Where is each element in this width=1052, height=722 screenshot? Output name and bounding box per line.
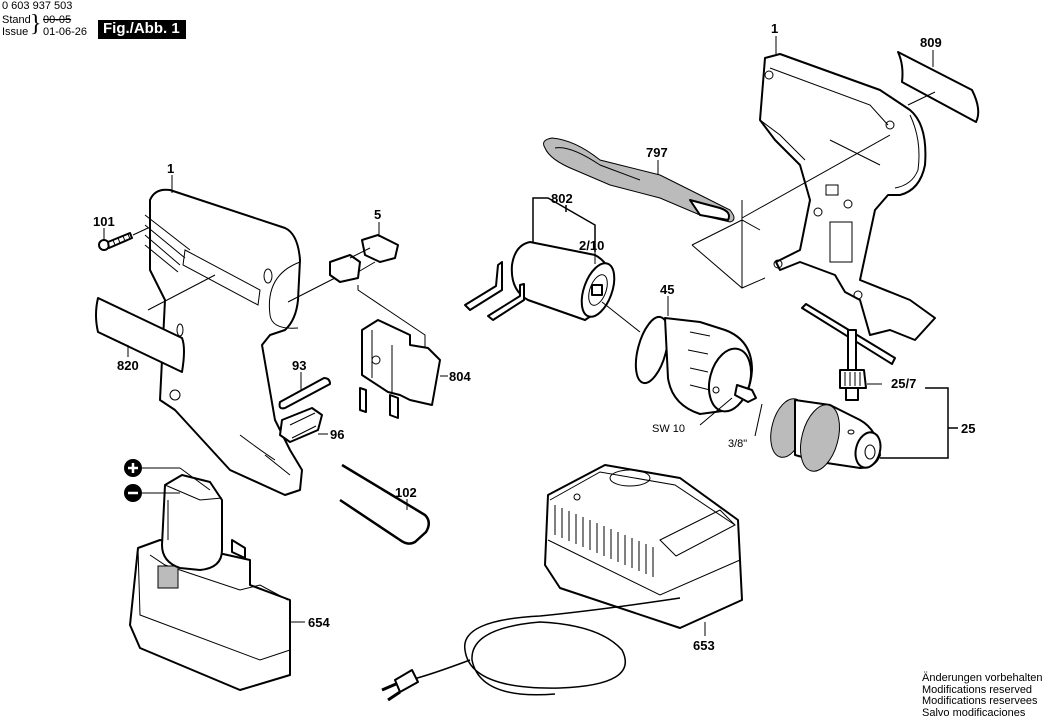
label-nameplate-left: 820 xyxy=(117,358,139,373)
bit-holder-part[interactable] xyxy=(279,407,323,443)
label-bit: 93 xyxy=(292,358,306,373)
leader-actuator-to-switch xyxy=(357,285,426,348)
label-nameplate-right: 809 xyxy=(920,35,942,50)
leader-nameplate-right-assembly xyxy=(907,91,936,106)
label-wrench-size: SW 10 xyxy=(652,423,685,435)
bracket-motor-assembly xyxy=(532,197,596,252)
issue-label: Issue xyxy=(2,26,29,38)
label-battery: 654 xyxy=(308,615,330,630)
leader-wrench-size xyxy=(699,397,733,426)
footer-line-en: Modifications reserved xyxy=(922,683,1033,696)
gearbox-part[interactable] xyxy=(630,314,758,417)
label-charger: 653 xyxy=(693,638,715,653)
label-motor: 2/10 xyxy=(579,238,604,253)
switch-actuator-part[interactable] xyxy=(329,234,399,283)
battery-part[interactable] xyxy=(129,474,291,691)
label-switch-actuator: 5 xyxy=(374,207,381,222)
motor-part[interactable] xyxy=(464,241,621,321)
label-wire-clip: 102 xyxy=(395,485,417,500)
stand-label: Stand xyxy=(2,14,31,26)
plus-terminal-icon xyxy=(124,459,142,477)
nameplate-right-part[interactable] xyxy=(897,51,980,123)
brace-icon: } xyxy=(30,11,42,37)
footer-line-es: Salvo modificaciones xyxy=(922,706,1026,719)
leader-plus-to-terminal xyxy=(179,467,211,491)
label-housing-right: 1 xyxy=(771,21,778,36)
label-screw: 101 xyxy=(93,214,115,229)
label-bit-holder: 96 xyxy=(330,427,344,442)
issue-date: 01-06-26 xyxy=(43,26,88,38)
bit-part[interactable] xyxy=(278,377,331,410)
stand-old-date: 00-05 xyxy=(43,14,72,26)
leader-thread-size xyxy=(754,403,763,437)
leader-actuator-to-housing xyxy=(287,277,336,303)
label-chuck: 25 xyxy=(961,421,975,436)
housing-left[interactable] xyxy=(144,188,303,496)
label-housing-left: 1 xyxy=(167,161,174,176)
footer-line-fr: Modifications reservees xyxy=(922,695,1038,707)
label-thread-size: 3/8" xyxy=(728,438,747,450)
chuck-part[interactable] xyxy=(765,395,884,476)
leader-housing-right-assembly xyxy=(691,200,766,289)
switch-part[interactable] xyxy=(359,319,441,419)
label-belt-clip: 797 xyxy=(646,145,668,160)
leader-nameplate-left-assembly xyxy=(147,274,216,311)
label-switch: 804 xyxy=(449,369,471,384)
minus-terminal-icon xyxy=(124,484,142,502)
charger-part[interactable] xyxy=(544,464,743,629)
bracket-chuck xyxy=(880,387,949,459)
label-chuck-key: 25/7 xyxy=(891,376,916,391)
figure-badge: Fig./Abb. 1 xyxy=(98,20,186,39)
part-number: 0 603 937 503 xyxy=(2,0,73,12)
leader-housing-mount xyxy=(741,134,891,219)
leader-screw-assembly xyxy=(132,227,149,236)
housing-right[interactable] xyxy=(759,53,936,341)
chuck-key-part[interactable] xyxy=(801,303,896,401)
belt-clip-part[interactable] xyxy=(543,137,735,223)
label-gearbox: 45 xyxy=(660,282,674,297)
footer-notice: Änderungen vorbehalten Modifications res… xyxy=(922,672,1043,719)
plug-icon xyxy=(381,669,419,702)
wire-clip-part[interactable] xyxy=(339,463,430,545)
label-motor-assembly: 802 xyxy=(551,191,573,206)
leader-motor-to-gearbox xyxy=(601,301,641,333)
nameplate-left-part[interactable] xyxy=(95,297,185,373)
footer-line-de: Änderungen vorbehalten xyxy=(922,672,1043,684)
